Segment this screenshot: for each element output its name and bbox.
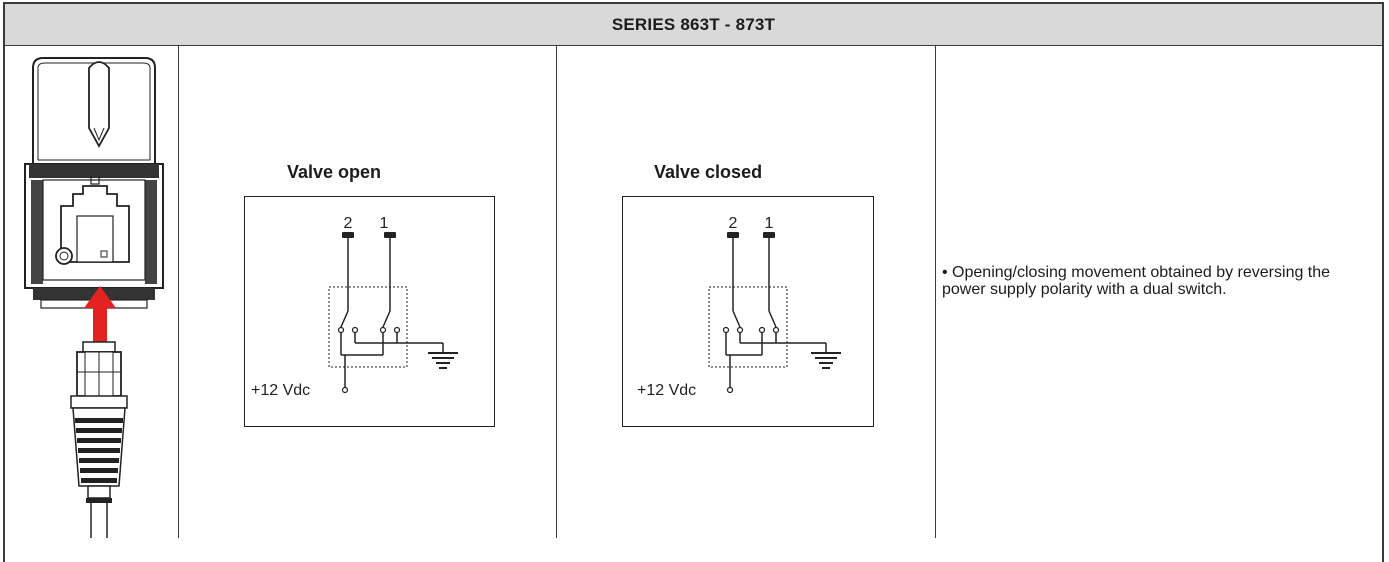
supply-label: +12 Vdc (251, 382, 310, 399)
terminal-pin-icon (763, 232, 775, 238)
ground-symbol-icon (811, 343, 841, 369)
valve-open-cell: Valve open 2 1 (180, 46, 555, 538)
pin-label: 2 (729, 215, 738, 232)
pin-label: 1 (380, 215, 389, 232)
column-divider (935, 46, 936, 538)
valve-open-diagram: 2 1 (244, 196, 495, 427)
supply-label: +12 Vdc (637, 382, 696, 399)
valve-open-title: Valve open (287, 162, 382, 182)
wiring-diagram-open: 2 1 (251, 215, 458, 399)
insert-arrow-icon (84, 286, 116, 342)
pin-label: 1 (765, 215, 774, 232)
column-divider (178, 46, 179, 538)
wiring-diagram-closed: 2 1 (637, 215, 841, 399)
wiring-table: SERIES 863T - 873T (3, 2, 1384, 562)
valve-closed-cell: Valve closed 2 1 (558, 46, 934, 538)
terminal-pin-icon (727, 232, 739, 238)
series-title: SERIES 863T - 873T (611, 14, 776, 34)
ground-symbol-icon (428, 343, 458, 369)
actuator-cell (5, 46, 178, 538)
operation-note: • Opening/closing movement obtained by r… (942, 264, 1331, 298)
actuator-connector-illustration (24, 57, 164, 538)
terminal-pin-icon (384, 232, 396, 238)
terminal-pin-icon (342, 232, 354, 238)
table-header-row: SERIES 863T - 873T (5, 4, 1382, 46)
table-border (3, 2, 1384, 562)
column-divider (556, 46, 557, 538)
pin-label: 2 (344, 215, 353, 232)
valve-closed-title: Valve closed (654, 162, 763, 182)
valve-closed-diagram: 2 1 (622, 196, 874, 427)
